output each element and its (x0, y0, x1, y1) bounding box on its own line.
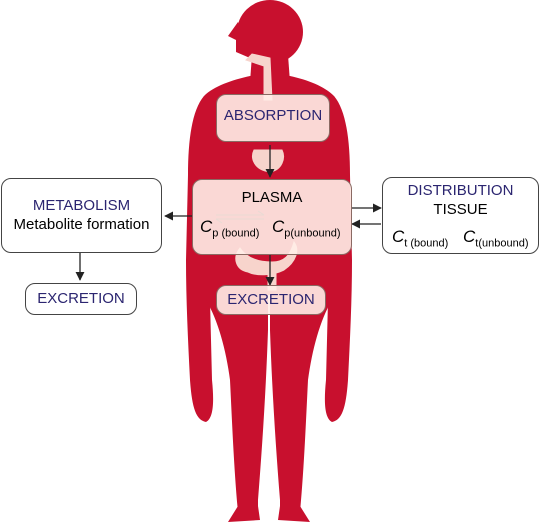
distribution-subtitle: TISSUE (433, 201, 488, 218)
excretion-center-label: EXCRETION (227, 291, 315, 308)
metabolism-title: METABOLISM (32, 197, 131, 214)
distribution-box: DISTRIBUTION TISSUE Ct (bound) Ct(unboun… (382, 177, 539, 254)
plasma-unbound-concentration: Cp(unbound) (272, 217, 341, 240)
right-leg (270, 290, 332, 512)
metabolism-box: METABOLISM Metabolite formation (1, 178, 162, 253)
excretion-left-label: EXCRETION (37, 290, 125, 307)
right-foot (278, 506, 310, 522)
left-foot (228, 506, 260, 522)
arrows (75, 145, 382, 286)
tissue-unbound-concentration: Ct(unbound) (463, 227, 529, 250)
left-arm (186, 96, 214, 422)
right-arm (324, 96, 352, 422)
head (237, 0, 303, 64)
plasma-bound-concentration: Cp (bound) (200, 217, 260, 240)
tissue-bound-concentration: Ct (bound) (392, 227, 449, 250)
plasma-box: PLASMA Cp (bound) Cp(unbound) (192, 179, 352, 255)
absorption-box: ABSORPTION (216, 94, 330, 142)
absorption-label: ABSORPTION (223, 107, 323, 124)
metabolism-subtitle: Metabolite formation (13, 216, 150, 233)
excretion-left-box: EXCRETION (25, 283, 137, 315)
face-profile (228, 22, 250, 58)
excretion-center-box: EXCRETION (216, 285, 326, 315)
distribution-title: DISTRIBUTION (407, 182, 514, 199)
left-leg (206, 290, 268, 512)
plasma-title: PLASMA (241, 189, 303, 206)
